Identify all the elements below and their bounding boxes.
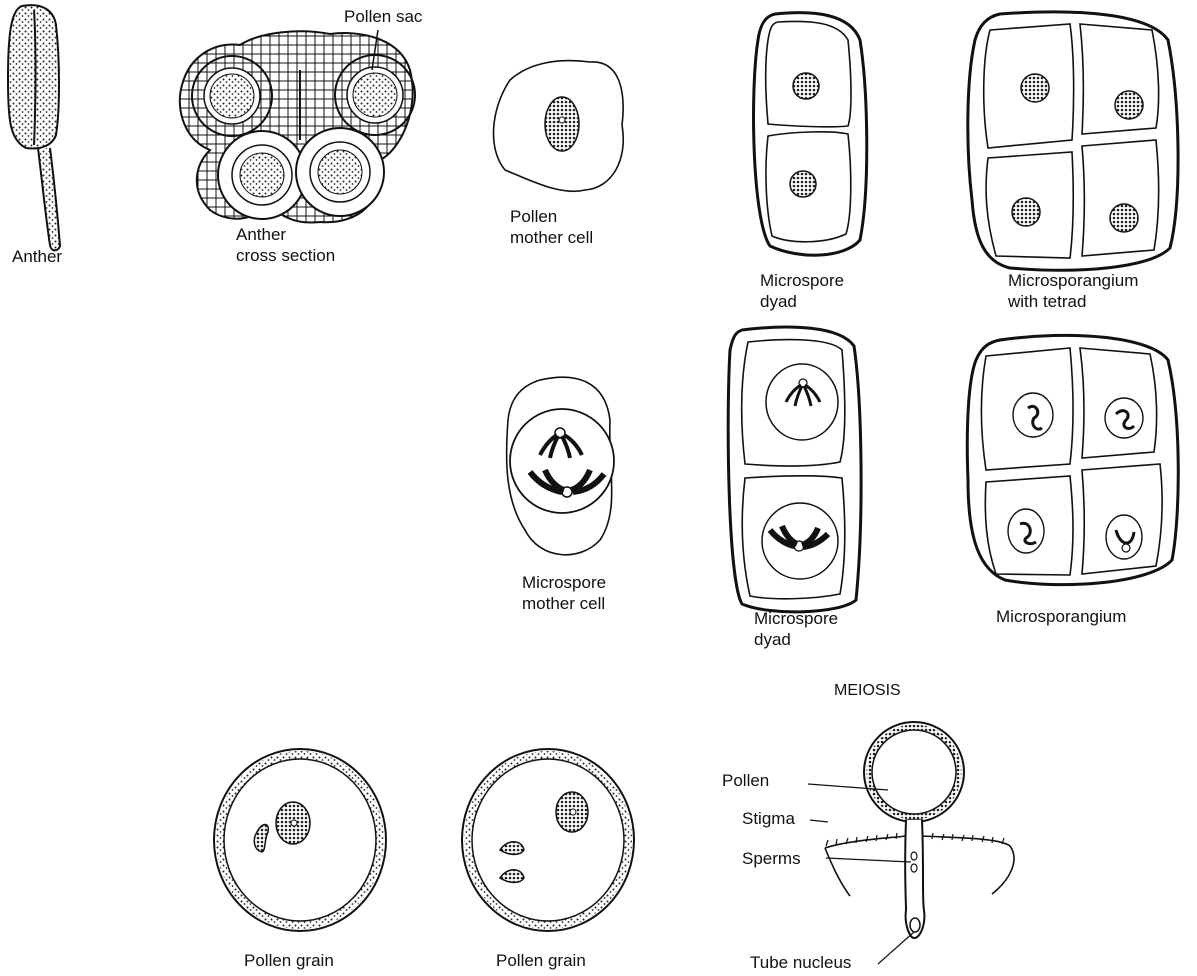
label-pollen-grain-1: Pollen grain	[244, 950, 334, 971]
microspore-dyad-middle-illustration	[728, 327, 861, 612]
label-pollen-sac: Pollen sac	[344, 6, 422, 27]
stigma-leader-line	[810, 820, 828, 822]
label-pollen-mother-cell: Pollen mother cell	[510, 206, 593, 248]
anther-cross-section-illustration	[180, 30, 415, 223]
pollen-grain-2-illustration	[462, 749, 634, 931]
tube-nucleus-leader-line	[878, 932, 914, 964]
label-anther-cross-section: Anther cross section	[236, 224, 335, 266]
label-anther: Anther	[12, 246, 62, 267]
microspore-dyad-top-illustration	[754, 13, 867, 256]
label-microsporangium-with-tetrad: Microsporangium with tetrad	[1008, 270, 1138, 312]
label-microspore-dyad-top: Microspore dyad	[760, 270, 844, 312]
label-sperms: Sperms	[742, 848, 801, 869]
pollen-sac-lower-left	[218, 131, 306, 219]
label-microspore-mother-cell: Microspore mother cell	[522, 572, 606, 614]
microspore-mother-cell-illustration	[507, 377, 614, 555]
microsporangium-tetrad-illustration	[968, 12, 1178, 270]
pollen-mother-cell-illustration	[494, 61, 624, 192]
label-microspore-dyad-middle: Microspore dyad	[754, 608, 838, 650]
label-meiosis: MEIOSIS	[834, 680, 901, 701]
pollen-sac-lower-right	[296, 128, 384, 216]
sperms-leader-line	[826, 858, 911, 862]
microsporangium-illustration	[967, 335, 1178, 584]
label-tube-nucleus: Tube nucleus	[750, 952, 851, 973]
anther-illustration	[8, 5, 60, 250]
pollen-grain-1-illustration	[214, 749, 386, 931]
label-pollen-grain-2: Pollen grain	[496, 950, 586, 971]
pollen-sac-upper-right	[335, 55, 415, 135]
label-stigma: Stigma	[742, 808, 795, 829]
pollen-germination-illustration	[825, 722, 1014, 938]
label-pollen: Pollen	[722, 770, 769, 791]
label-microsporangium: Microsporangium	[996, 606, 1126, 627]
pollen-sac-upper-left	[192, 56, 272, 136]
